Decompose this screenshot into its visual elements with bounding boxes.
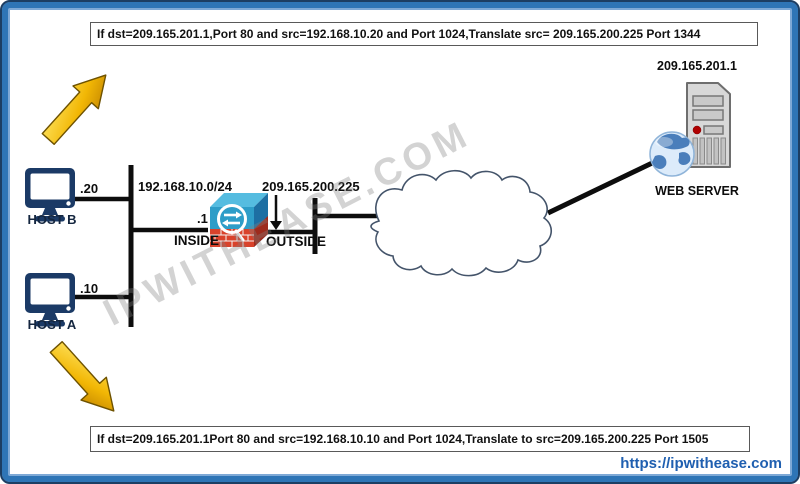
nat-rule-top: If dst=209.165.201.1,Port 80 and src=192…	[90, 22, 758, 46]
web-server-label: WEB SERVER	[655, 184, 739, 198]
nat-translate-lens-icon	[217, 204, 247, 242]
internet-cloud-icon	[370, 169, 552, 277]
host-b-computer-icon	[25, 168, 75, 222]
server-vents	[692, 137, 726, 165]
firewall-inside-ip: .1	[197, 211, 208, 226]
nat-rule-bottom-text: If dst=209.165.201.1Port 80 and src=192.…	[97, 432, 709, 446]
host-a-label: HOST A	[27, 317, 77, 332]
site-url-link[interactable]: https://ipwithease.com	[620, 455, 782, 472]
inside-subnet-label: 192.168.10.0/24	[138, 179, 232, 194]
server-led	[692, 125, 702, 135]
firewall-icon	[210, 193, 268, 247]
web-server-ip-label: 209.165.201.1	[657, 59, 737, 73]
globe-icon	[649, 131, 695, 177]
outside-ip-pointer-icon	[270, 195, 282, 230]
host-a-ip-suffix: .10	[80, 281, 99, 296]
web-server-icon	[649, 82, 731, 177]
host-a-computer-icon	[25, 273, 75, 327]
nat-rule-bottom: If dst=209.165.201.1Port 80 and src=192.…	[90, 426, 750, 452]
flow-arrow-down-icon	[49, 340, 115, 412]
host-b-ip-suffix: .20	[80, 181, 99, 196]
inside-label: INSIDE	[174, 233, 220, 248]
outside-label: OUTSIDE	[266, 234, 327, 249]
nat-rule-top-text: If dst=209.165.201.1,Port 80 and src=192…	[97, 27, 701, 41]
flow-arrow-up-icon	[41, 74, 107, 146]
host-b-label: HOST B	[27, 212, 77, 227]
outside-ip-label: 209.165.200.225	[262, 179, 360, 194]
